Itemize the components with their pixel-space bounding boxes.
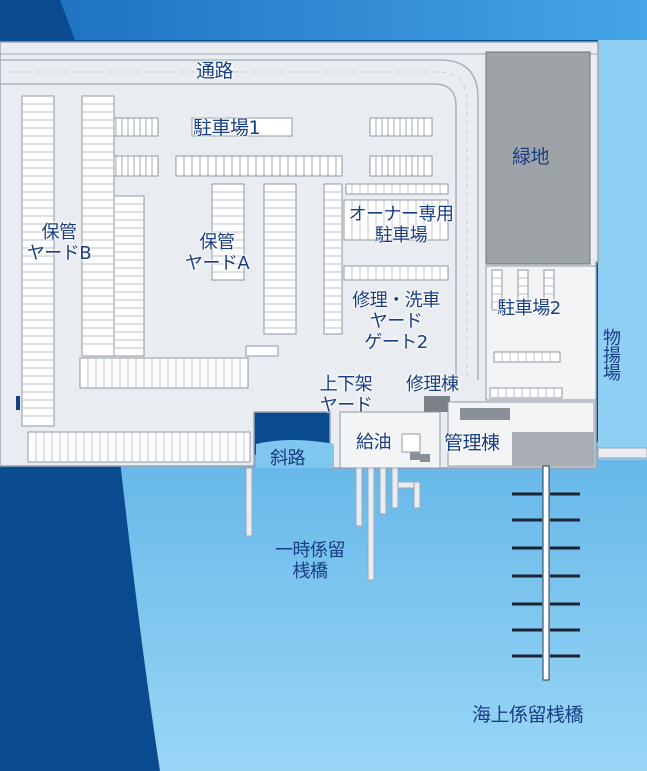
parking2-lines (492, 277, 555, 398)
office-building (460, 408, 510, 420)
repair-building (424, 396, 450, 412)
parking2-area (485, 265, 597, 401)
yard-b-lines (22, 103, 245, 462)
label-updown-yard-line1: 上下架 (319, 374, 373, 395)
green-area (485, 51, 591, 265)
label-repair-yard-line2: ヤード (369, 311, 423, 332)
office-annex (512, 432, 594, 466)
label-fuel: 給油 (356, 432, 392, 453)
label-green-area: 緑地 (512, 146, 550, 168)
fuel-pump-1 (410, 450, 420, 460)
fuel-booth (401, 433, 421, 453)
east-sea (598, 40, 647, 460)
label-road: 通路 (196, 60, 234, 82)
label-yard-a-line2: ヤードA (184, 253, 250, 274)
label-updown-yard: 上下架 ヤード (310, 374, 382, 416)
label-yard-b: 保管 ヤードB (20, 222, 98, 264)
label-cargo-wharf: 物揚場 (600, 328, 621, 381)
road-centerline (0, 71, 468, 380)
slope-water (256, 440, 334, 468)
sea-mooring-pier (512, 465, 580, 681)
label-owner-parking: オーナー専用 駐車場 (330, 204, 472, 246)
owner-parking-spaces (343, 183, 449, 281)
label-repair-building: 修理棟 (406, 374, 459, 395)
label-gate2: ゲート2 (364, 332, 428, 353)
label-yard-a-line1: 保管 (199, 232, 236, 253)
road-outline-outer (0, 59, 479, 380)
label-temporary-pier: 一時係留 桟橋 (258, 540, 362, 582)
yard-a-small-box (245, 345, 279, 357)
label-temporary-pier-line2: 桟橋 (292, 561, 329, 582)
owner-parking-lines (351, 184, 441, 280)
label-parking1: 駐車場1 (193, 117, 261, 139)
label-owner-parking-line1: オーナー専用 (348, 204, 455, 225)
label-repair-yard-line1: 修理・洗車 (352, 290, 440, 311)
label-sea-mooring-pier: 海上係留桟橋 (472, 704, 584, 726)
label-yard-b-line2: ヤードB (26, 243, 92, 264)
yard-a-lines (212, 191, 342, 329)
label-yard-b-line1: 保管 (41, 222, 78, 243)
label-owner-parking-line2: 駐車場 (374, 225, 428, 246)
label-temporary-pier-line1: 一時係留 (275, 540, 346, 561)
top-sea (60, 0, 647, 40)
gate-marker (16, 396, 20, 410)
label-parking2: 駐車場2 (497, 298, 561, 319)
road-outline-inner (0, 83, 457, 380)
label-office: 管理棟 (444, 432, 500, 454)
label-yard-a: 保管 ヤードA (176, 232, 258, 274)
parking1-lines (115, 118, 425, 176)
east-pier-strip (597, 447, 647, 459)
label-updown-yard-line2: ヤード (319, 395, 373, 416)
temporary-pier (245, 467, 421, 581)
fuel-pump-2 (420, 454, 430, 462)
parking2-spaces (489, 269, 563, 399)
label-repair-yard: 修理・洗車 ヤード ゲート2 (338, 290, 454, 353)
label-slope: 斜路 (270, 448, 306, 469)
